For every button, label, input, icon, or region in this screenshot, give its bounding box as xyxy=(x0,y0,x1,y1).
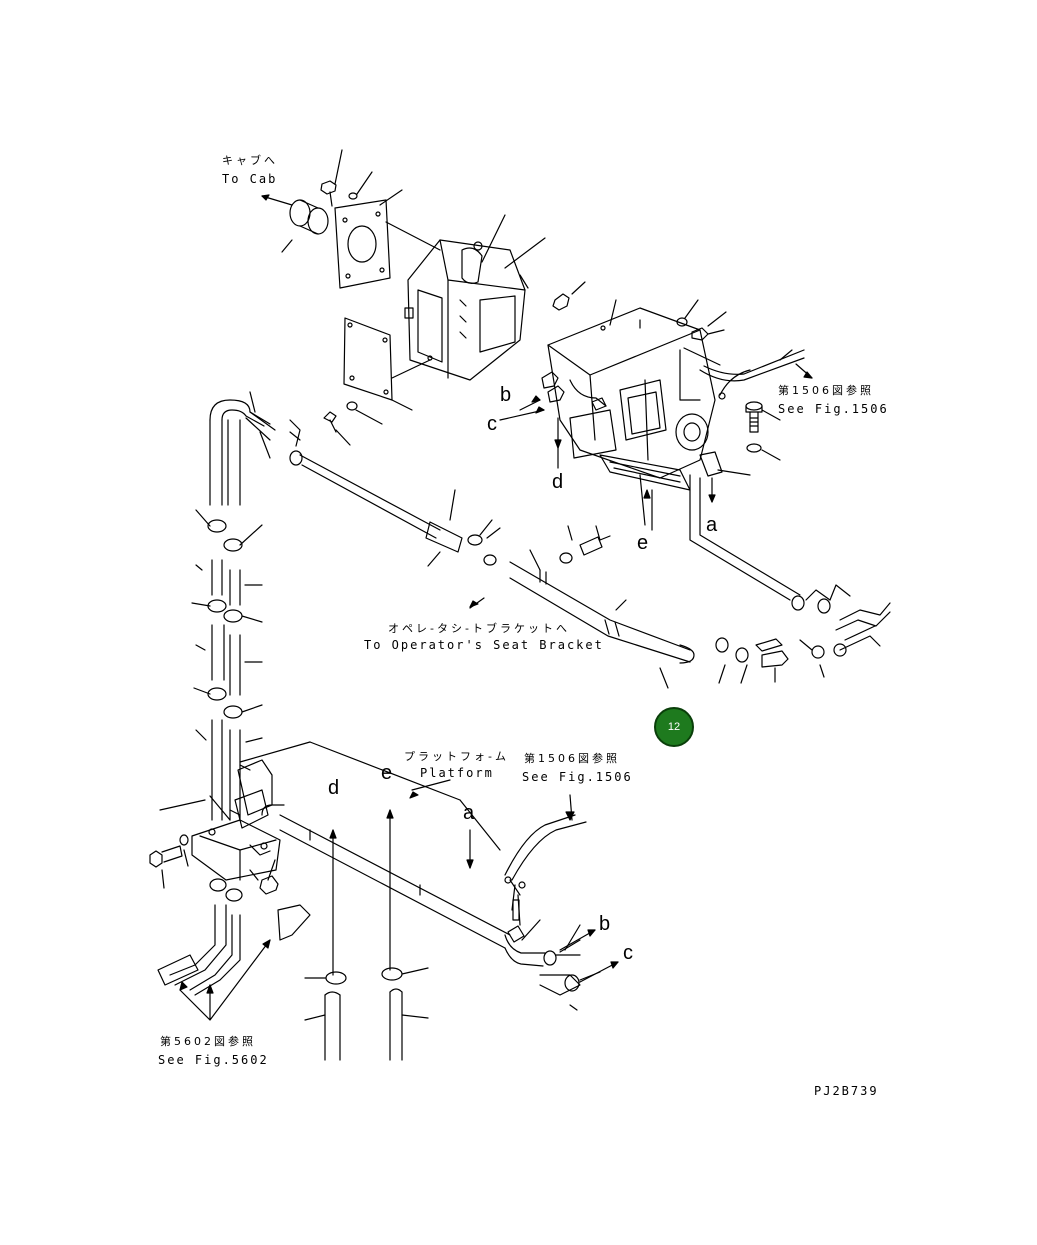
rod-assembly xyxy=(289,419,501,609)
connection-letter-a-top: a xyxy=(706,514,718,536)
lower-plate xyxy=(343,317,431,411)
lower-hoses xyxy=(304,395,653,1061)
unit-pipes xyxy=(689,474,891,678)
cab-cap xyxy=(261,194,329,253)
cable-middle xyxy=(504,794,587,911)
connection-arrows-bottom xyxy=(559,929,619,983)
left-bolt xyxy=(149,834,189,889)
seat-bracket-label: To Operator's Seat Bracket xyxy=(364,638,604,652)
connection-letter-b-top: b xyxy=(500,384,512,406)
item-number-badge[interactable]: 12 xyxy=(654,707,694,747)
connection-letter-a-bottom: a xyxy=(463,802,475,824)
fig1506-top-label-jp: 第1506図参照 xyxy=(778,384,874,397)
connection-letter-c-bottom: c xyxy=(623,942,633,964)
gasket-plate xyxy=(334,189,441,289)
fig1506-top-label: See Fig.1506 xyxy=(778,402,889,416)
small-bracket xyxy=(229,764,251,816)
to-cab-label: To Cab xyxy=(222,172,278,186)
connection-letter-d-bottom: d xyxy=(328,777,340,799)
item-number-badge-text: 12 xyxy=(667,721,681,733)
top-bolt xyxy=(320,149,373,207)
unit-bolts xyxy=(541,281,727,403)
seat-bracket-label-jp: オペレ-タシ-トブラケットへ xyxy=(388,622,570,635)
fig1506-mid-label-jp: 第1506図参照 xyxy=(524,752,620,765)
seat-pipe xyxy=(509,525,695,689)
connection-letter-d-top: d xyxy=(552,471,564,493)
connection-letter-c-top: c xyxy=(487,413,497,435)
lower-left-fittings xyxy=(157,859,311,1021)
to-cab-label-jp: キャブへ xyxy=(222,154,278,167)
left-hoses xyxy=(191,391,276,821)
fig5602-label: See Fig.5602 xyxy=(158,1053,269,1067)
platform-bracket xyxy=(159,741,501,881)
fig5602-label-jp: 第5602図参照 xyxy=(160,1035,256,1048)
platform-label: Platform xyxy=(420,766,494,780)
clamps-right xyxy=(715,637,789,684)
platform-label-jp: プラットフォ-ム xyxy=(404,750,509,763)
connection-letter-e-bottom: e xyxy=(381,762,393,784)
lower-long-pipe xyxy=(279,814,601,1011)
right-bolt xyxy=(745,401,781,461)
connection-letter-e-top: e xyxy=(637,532,649,554)
connection-letter-b-bottom: b xyxy=(599,913,611,935)
heater-box xyxy=(404,214,546,381)
drawing-code: PJ2B739 xyxy=(814,1084,879,1098)
fig1506-mid-label: See Fig.1506 xyxy=(522,770,633,784)
plate-bolts xyxy=(323,401,383,446)
cable-top xyxy=(699,349,813,400)
